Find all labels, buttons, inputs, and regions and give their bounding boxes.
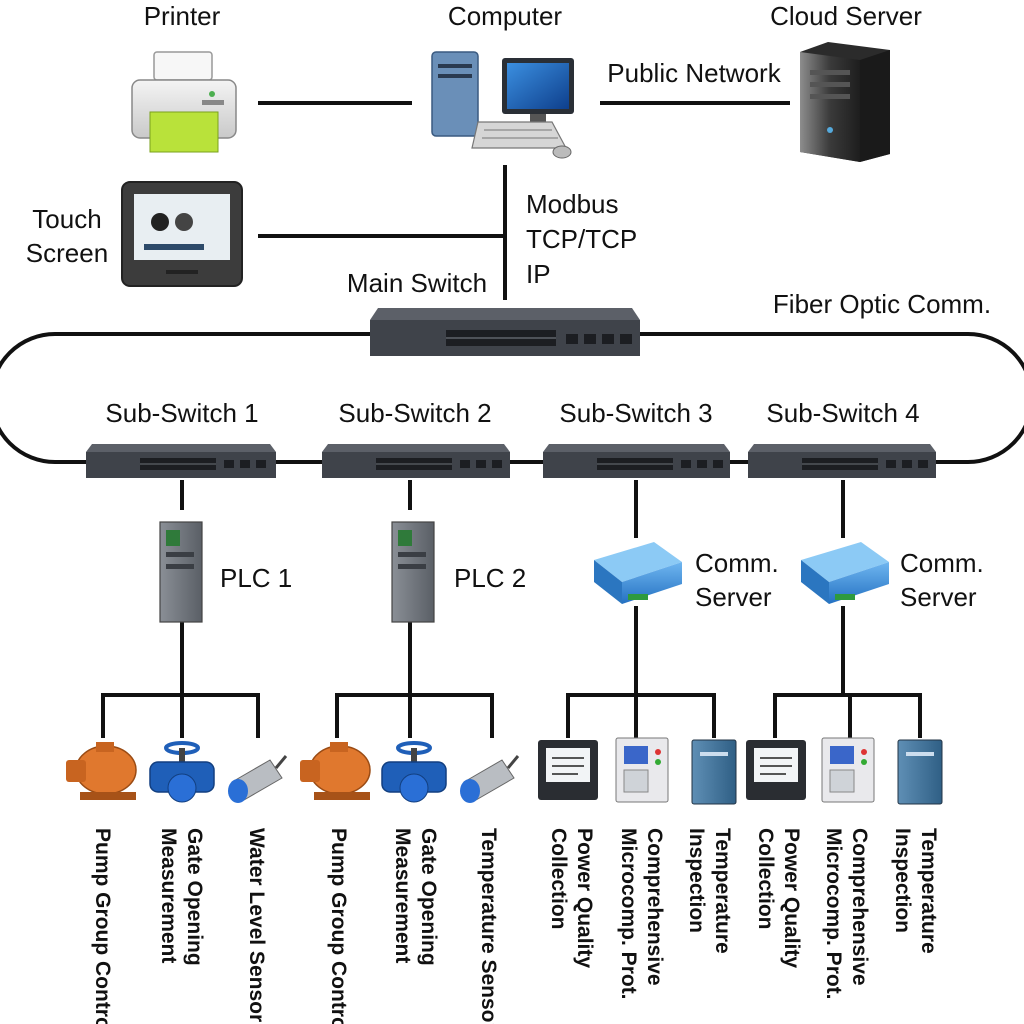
touch-screen-label-line2: Screen	[26, 238, 108, 268]
plc-2-icon	[391, 521, 435, 623]
comm-server-1-icon	[594, 542, 682, 604]
device-label: Water Level Sensor	[245, 828, 268, 1022]
touch-screen-label-line1: Touch	[32, 204, 101, 234]
fiber-optic-label: Fiber Optic Comm.	[773, 289, 991, 319]
device-label: Inspection	[891, 828, 914, 933]
server-tower-icon	[800, 42, 890, 162]
bus-group-4	[773, 693, 922, 738]
plc-2-label: PLC 2	[454, 563, 526, 593]
device-label: Comprehensive	[643, 828, 666, 986]
public-network-label: Public Network	[607, 58, 781, 88]
comm-server-2-label-line1: Comm.	[900, 548, 984, 578]
cloud-server-label: Cloud Server	[770, 1, 922, 31]
power-meter-icon	[538, 740, 598, 800]
fiber-optic-ring	[0, 332, 1024, 464]
gate-valve-icon	[381, 741, 447, 803]
comm-server-2-icon	[801, 542, 889, 604]
sub-switch-3-label: Sub-Switch 3	[559, 398, 712, 428]
sub-switch-2-label: Sub-Switch 2	[338, 398, 491, 428]
device-label: Temperature	[917, 828, 940, 954]
main-switch-label: Main Switch	[347, 268, 487, 298]
computer-icon	[431, 51, 574, 159]
sub-switch-1-label: Sub-Switch 1	[105, 398, 258, 428]
sub-switch-3-icon	[543, 444, 730, 478]
protocol-label-line1: Modbus	[526, 189, 619, 219]
proximity-sensor-icon	[228, 755, 288, 803]
bus-group-3	[566, 693, 716, 738]
inspection-module-icon	[897, 739, 943, 805]
comm-server-1-label-line2: Server	[695, 582, 772, 612]
printer-label: Printer	[144, 1, 221, 31]
sub-switch-4-icon	[748, 444, 936, 478]
connection-lines	[0, 101, 1024, 738]
sub-switch-2-icon	[322, 444, 510, 478]
device-label: Pump Group Control	[91, 828, 114, 1024]
device-label: Microcomp. Prot.	[822, 828, 845, 1000]
printer-icon	[131, 51, 237, 153]
pump-icon	[300, 742, 371, 800]
plc-1-icon	[159, 521, 203, 623]
device-label: Inspection	[685, 828, 708, 933]
device-label: Comprehensive	[848, 828, 871, 986]
device-label: Pump Group Control	[327, 828, 350, 1024]
sub-switch-1-icon	[86, 444, 276, 478]
inspection-module-icon	[691, 739, 737, 805]
device-label: Temperature Sensor	[477, 828, 500, 1024]
bus-group-2	[335, 693, 494, 738]
device-label: Measurement	[157, 828, 180, 963]
comm-server-1-label-line1: Comm.	[695, 548, 779, 578]
device-label: Temperature	[711, 828, 734, 954]
proximity-sensor-icon	[460, 755, 520, 803]
gate-valve-icon	[149, 741, 215, 803]
pump-icon	[66, 742, 137, 800]
sub-switch-4-label: Sub-Switch 4	[766, 398, 919, 428]
computer-label: Computer	[448, 1, 562, 31]
device-label: Power Quality	[780, 828, 803, 968]
touch-panel-icon	[121, 181, 243, 287]
device-label: Measurement	[391, 828, 414, 963]
device-label: Power Quality	[573, 828, 596, 968]
device-label: Microcomp. Prot.	[617, 828, 640, 1000]
protocol-label-line2: TCP/TCP	[526, 224, 637, 254]
comm-server-2-label-line2: Server	[900, 582, 977, 612]
device-label: Collection	[547, 828, 570, 930]
main-switch-icon	[370, 308, 640, 356]
protocol-label-line3: IP	[526, 259, 551, 289]
device-label: Gate Opening	[417, 828, 440, 966]
device-label: Gate Opening	[183, 828, 206, 966]
protection-relay-icon	[821, 737, 875, 803]
protection-relay-icon	[615, 737, 669, 803]
power-meter-icon	[746, 740, 806, 800]
device-label: Collection	[754, 828, 777, 930]
bus-group-1	[101, 693, 260, 738]
plc-1-label: PLC 1	[220, 563, 292, 593]
